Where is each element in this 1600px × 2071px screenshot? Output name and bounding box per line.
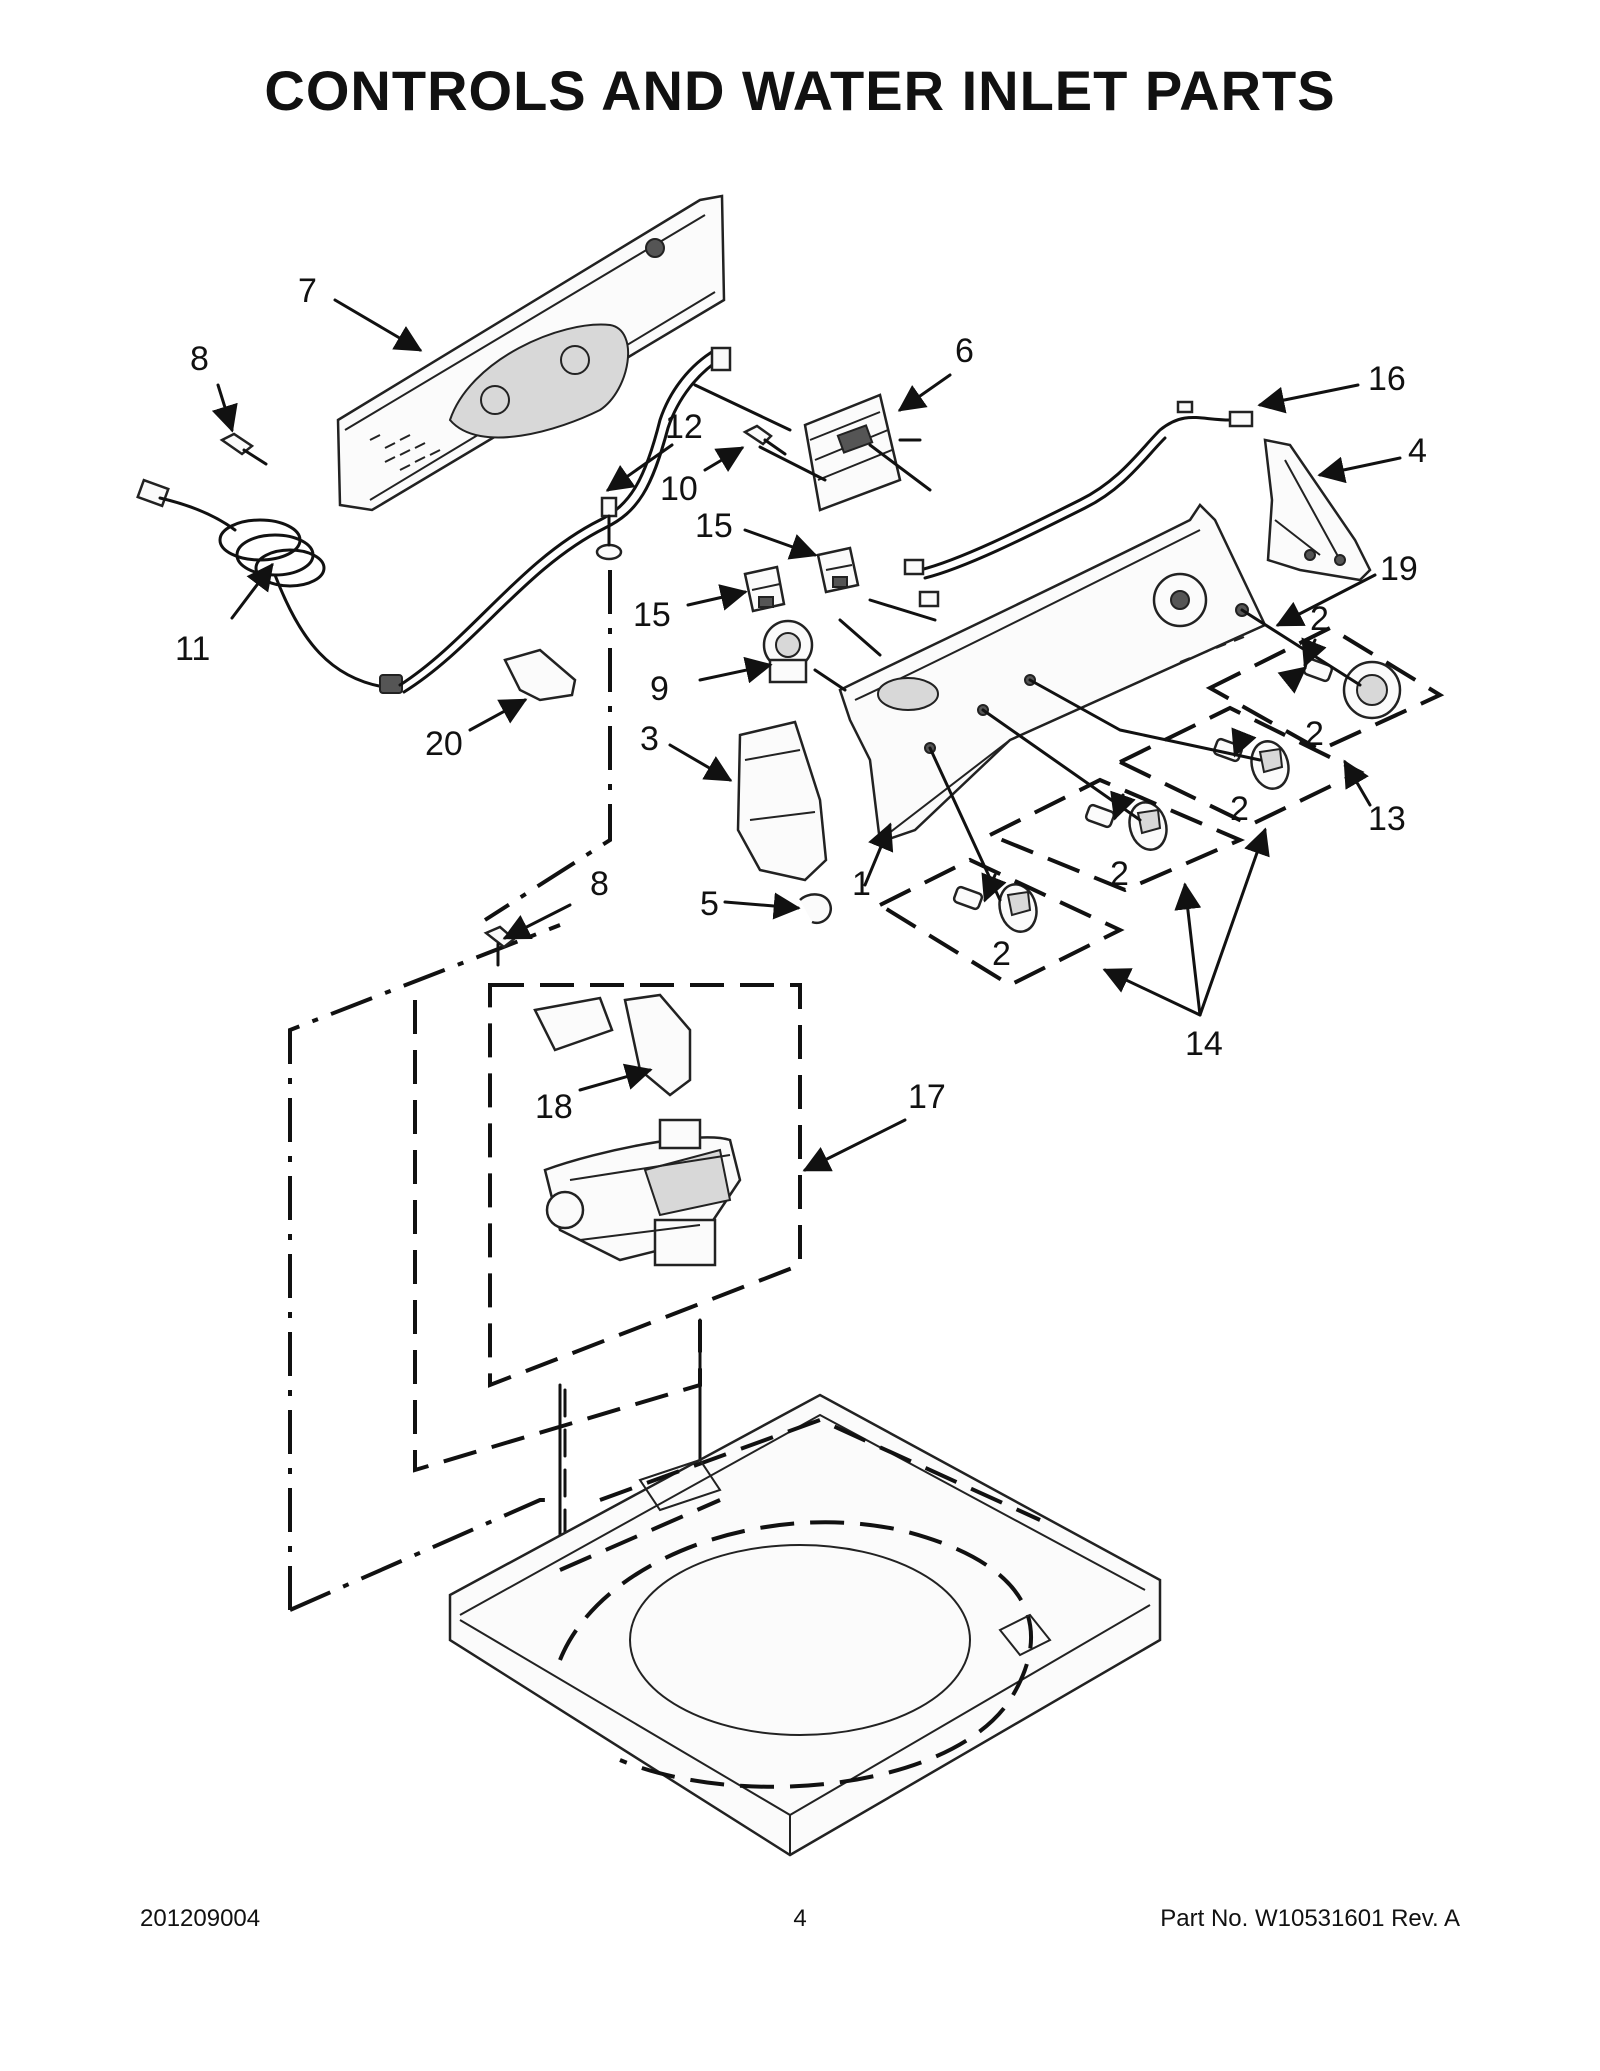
callout-2-a: 2	[1305, 715, 1324, 753]
pressure-switch	[762, 619, 814, 684]
screw-board	[742, 424, 787, 456]
control-board	[803, 393, 922, 512]
knob-2	[1084, 801, 1168, 851]
ground-screw	[595, 496, 623, 561]
callout-19: 19	[1380, 550, 1418, 588]
callout-10: 10	[660, 470, 698, 508]
callout-11: 11	[175, 630, 210, 668]
callout-20: 20	[425, 725, 463, 763]
knob-1	[952, 883, 1038, 933]
footer-date-code: 201209004	[140, 1905, 261, 1932]
wire-clip	[799, 893, 833, 925]
callout-2-b: 2	[1230, 790, 1249, 828]
callout-1: 1	[852, 865, 871, 903]
callout-2-c: 2	[1110, 855, 1129, 893]
callout-15-lower: 15	[633, 596, 671, 634]
callout-7: 7	[298, 272, 317, 310]
switch-lower	[743, 565, 786, 613]
callout-2-d: 2	[992, 935, 1011, 973]
callout-16: 16	[1368, 360, 1406, 398]
water-inlet-valve	[533, 993, 742, 1267]
switch-upper	[816, 546, 860, 594]
callout-3: 3	[640, 720, 659, 758]
callout-8-upper: 8	[190, 340, 209, 378]
callout-8-lower: 8	[590, 865, 609, 903]
callout-5: 5	[700, 885, 719, 923]
footer-part-number: Part No. W10531601 Rev. A	[1160, 1905, 1460, 1932]
knob-3	[1212, 737, 1290, 790]
cabinet-top	[448, 1393, 1162, 1857]
bleach-cup	[503, 648, 577, 702]
side-bracket	[736, 720, 828, 882]
callout-9: 9	[650, 670, 669, 708]
control-console	[838, 503, 1267, 844]
callout-18: 18	[535, 1088, 573, 1126]
callout-2-e: 2	[1310, 600, 1329, 638]
callout-14: 14	[1185, 1025, 1223, 1063]
console-end-cap	[1263, 438, 1372, 582]
callout-4: 4	[1408, 432, 1427, 470]
wire-harness	[903, 400, 1254, 608]
callout-12: 12	[665, 408, 703, 446]
callout-13: 13	[1368, 800, 1406, 838]
screw-upper	[219, 432, 268, 466]
callout-15-upper: 15	[695, 507, 733, 545]
footer-page-number: 4	[793, 1905, 807, 1932]
callout-6: 6	[955, 332, 974, 370]
rear-console-panel	[336, 194, 726, 512]
callout-17: 17	[908, 1078, 946, 1116]
knob-4	[1302, 657, 1402, 720]
page-title: CONTROLS AND WATER INLET PARTS	[264, 59, 1336, 122]
